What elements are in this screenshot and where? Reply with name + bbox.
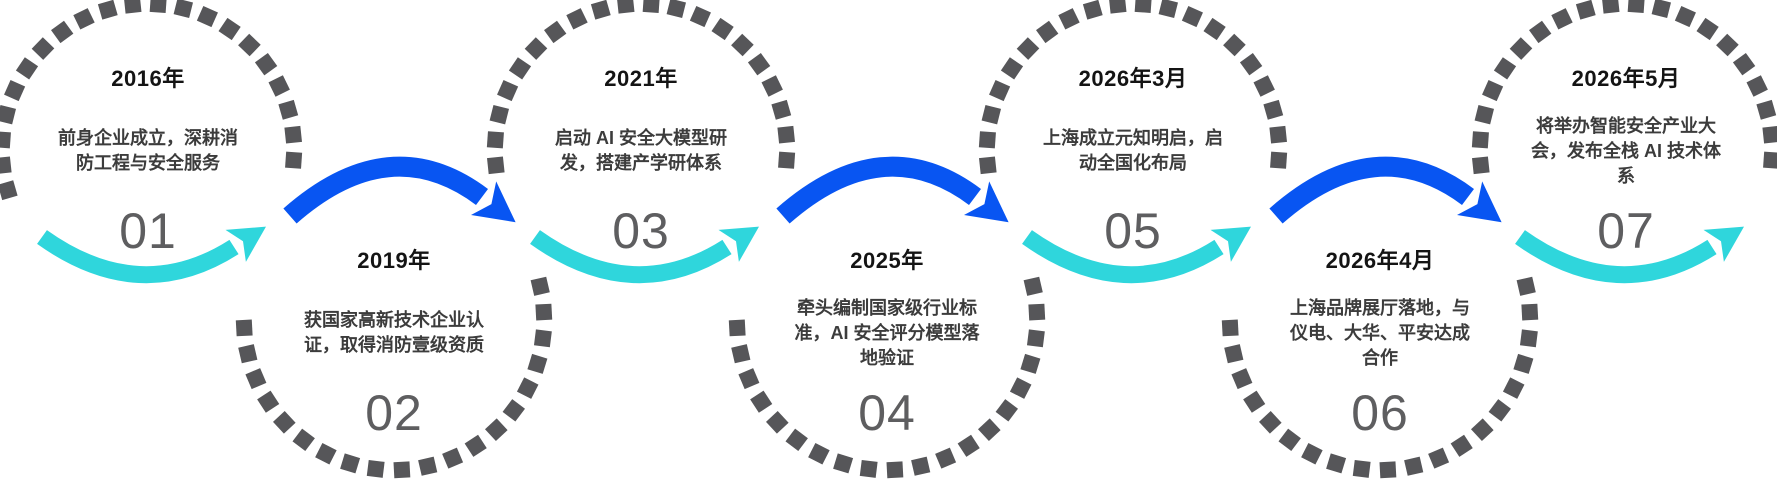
milestone-1-date: 2016年	[111, 66, 185, 91]
milestone-2-description: 获国家高新技术企业认证，取得消防壹级资质	[304, 310, 484, 355]
milestone-3-date: 2021年	[604, 66, 678, 91]
milestone-2-number: 02	[365, 385, 423, 441]
milestone-5-date: 2026年3月	[1078, 66, 1188, 91]
blue-connector-arrow-4	[776, 156, 1009, 224]
milestone-6-description: 上海品牌展厅落地，与仪电、大华、平安达成合作	[1290, 297, 1470, 368]
milestone-5-description-wrap: 上海成立元知明启，启动全国化布局	[1033, 105, 1233, 197]
dashed-circle-7	[1471, 0, 1777, 175]
arrowhead-icon	[225, 226, 266, 262]
arrowhead-icon	[471, 181, 516, 223]
milestone-7-number: 07	[1597, 203, 1655, 259]
milestone-5-number: 05	[1104, 203, 1162, 259]
dashed-circle-2	[235, 276, 553, 479]
blue-connector-arrow-2	[283, 156, 516, 224]
arrowhead-icon	[1457, 181, 1502, 223]
arrowhead-icon	[718, 226, 759, 262]
milestone-7-date: 2026年5月	[1571, 66, 1681, 91]
milestone-1-number: 01	[119, 203, 177, 259]
milestone-3-description: 启动 AI 安全大模型研发，搭建产学研体系	[554, 128, 727, 173]
milestone-7: 2026年5月 将举办智能安全产业大会，发布全栈 AI 技术体系 07	[1506, 55, 1746, 285]
milestone-7-description-wrap: 将举办智能安全产业大会，发布全栈 AI 技术体系	[1526, 105, 1726, 197]
milestone-4-number: 04	[858, 385, 916, 441]
milestone-2: 2019年 获国家高新技术企业认证，取得消防壹级资质 02	[274, 237, 514, 467]
milestone-3-number: 03	[612, 203, 670, 259]
milestone-6: 2026年4月 上海品牌展厅落地，与仪电、大华、平安达成合作 06	[1260, 237, 1500, 467]
arrowhead-icon	[1210, 226, 1251, 262]
milestone-4-description-wrap: 牵头编制国家级行业标准，AI 安全评分模型落地验证	[787, 287, 987, 379]
dashed-circle-3	[486, 0, 796, 175]
cyan-connector-arrow-3	[530, 226, 759, 284]
arrowhead-icon	[964, 181, 1009, 223]
blue-connector-arrow-6	[1269, 156, 1502, 224]
cyan-connector-arrow-5	[1022, 226, 1251, 284]
milestone-5: 2026年3月 上海成立元知明启，启动全国化布局 05	[1013, 55, 1253, 285]
cyan-connector-arrow-7	[1515, 226, 1744, 284]
milestone-6-date: 2026年4月	[1325, 248, 1435, 273]
milestone-6-number: 06	[1351, 385, 1409, 441]
milestone-6-description-wrap: 上海品牌展厅落地，与仪电、大华、平安达成合作	[1280, 287, 1480, 379]
milestone-2-description-wrap: 获国家高新技术企业认证，取得消防壹级资质	[294, 287, 494, 379]
milestone-4-description: 牵头编制国家级行业标准，AI 安全评分模型落地验证	[794, 297, 980, 368]
dashed-circle-1	[0, 0, 303, 201]
milestone-7-description: 将举办智能安全产业大会，发布全栈 AI 技术体系	[1530, 115, 1721, 186]
milestone-3: 2021年 启动 AI 安全大模型研发，搭建产学研体系 03	[521, 55, 761, 285]
milestone-4-date: 2025年	[850, 248, 924, 273]
milestone-1-description: 前身企业成立，深耕消防工程与安全服务	[58, 128, 238, 173]
milestone-5-description: 上海成立元知明启，启动全国化布局	[1043, 128, 1223, 173]
arrowhead-icon	[1703, 226, 1744, 262]
dashed-circle-6	[1221, 276, 1539, 479]
cyan-connector-arrow-1	[37, 226, 266, 284]
milestone-2-date: 2019年	[357, 248, 431, 273]
dashed-circle-5	[978, 0, 1288, 175]
milestone-3-description-wrap: 启动 AI 安全大模型研发，搭建产学研体系	[541, 105, 741, 197]
milestone-1: 2016年 前身企业成立，深耕消防工程与安全服务 01	[28, 55, 268, 285]
milestone-4: 2025年 牵头编制国家级行业标准，AI 安全评分模型落地验证 04	[767, 237, 1007, 467]
dashed-circle-4	[728, 276, 1046, 479]
milestone-1-description-wrap: 前身企业成立，深耕消防工程与安全服务	[48, 105, 248, 197]
